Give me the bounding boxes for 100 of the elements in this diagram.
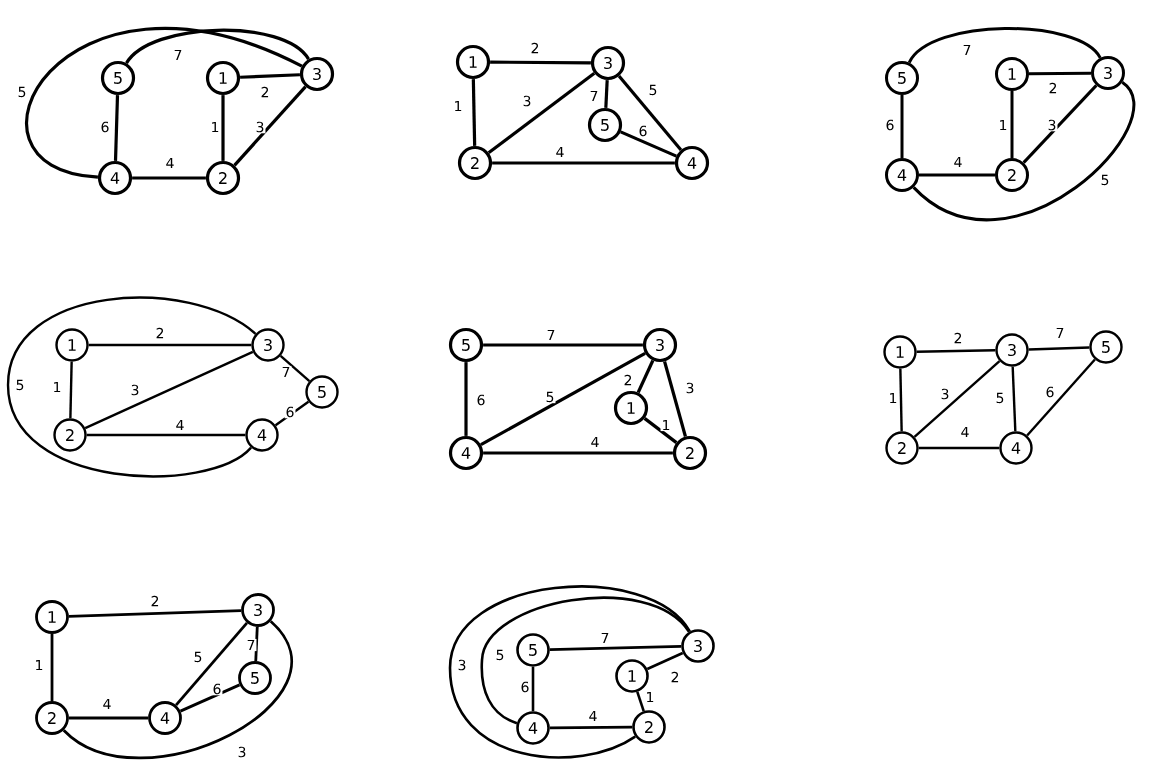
graph-edge	[179, 683, 241, 713]
graph-vertex: 3	[241, 593, 275, 627]
graph-edge	[1011, 366, 1017, 432]
graph-vertex: 4	[885, 158, 919, 192]
edge-label: 5	[647, 83, 659, 97]
graph-edge	[918, 446, 1000, 450]
graph-vertex: 3	[995, 333, 1029, 367]
graph-edge	[912, 81, 1135, 221]
graph-edge	[448, 585, 691, 759]
edge-label: 3	[939, 387, 951, 401]
graph-vertex: 1	[615, 659, 649, 693]
edge-label: 3	[521, 94, 533, 108]
graph-edge	[490, 60, 591, 65]
graph-vertex: 5	[238, 661, 272, 695]
edge-label: 3	[456, 658, 468, 672]
graph-edge	[643, 417, 678, 444]
edge-label: 4	[101, 697, 113, 711]
edge-label: 6	[637, 124, 649, 138]
edge-label: 5	[544, 390, 556, 404]
edge-label: 7	[599, 631, 611, 645]
graph-edge	[274, 400, 310, 427]
graph-vertex: 5	[1089, 330, 1123, 364]
graph-vertex: 1	[883, 335, 917, 369]
edge-label: 4	[959, 425, 971, 439]
edge-label: 6	[284, 405, 296, 419]
graph-edge	[86, 433, 246, 437]
graph-edge	[636, 359, 655, 394]
graph-edge	[646, 651, 684, 671]
graph-edge	[663, 361, 687, 437]
edge-label: 7	[545, 328, 557, 342]
edge-label: 3	[254, 120, 266, 134]
graph-vertex: 2	[205, 160, 241, 196]
graph-vertex: 2	[632, 710, 666, 744]
edge-label: 6	[475, 393, 487, 407]
edge-label: 2	[154, 326, 166, 340]
edge-label: 2	[529, 41, 541, 55]
edge-label: 7	[172, 48, 184, 62]
edge-label: 5	[994, 391, 1006, 405]
graph-edge	[464, 362, 468, 436]
graph-edge	[913, 360, 1001, 438]
graph-vertex: 2	[672, 435, 708, 471]
edge-label: 7	[1054, 326, 1066, 340]
graph-vertex: 5	[587, 107, 623, 143]
graph-edge	[50, 633, 54, 702]
graph-edge	[221, 95, 225, 161]
graph-vertex: 1	[205, 60, 241, 96]
edge-label: 3	[1046, 118, 1058, 132]
graph-vertex: 1	[55, 328, 89, 362]
graph-vertex: 5	[305, 375, 339, 409]
edge-label: 5	[14, 378, 26, 392]
graph-edge	[620, 130, 677, 158]
edge-label: 7	[961, 43, 973, 57]
edge-label: 1	[209, 120, 221, 134]
graph-vertex: 4	[148, 701, 182, 735]
graph-edge	[254, 626, 259, 662]
edge-label: 5	[494, 648, 506, 662]
graph-edge	[279, 355, 311, 382]
edge-label: 7	[245, 638, 257, 652]
graph-edge	[1010, 91, 1014, 158]
edge-label: 1	[660, 418, 672, 432]
edge-label: 2	[1047, 81, 1059, 95]
graph-edge	[549, 725, 633, 730]
graph-edge	[62, 620, 293, 760]
edge-label: 1	[452, 99, 464, 113]
graph-edge	[471, 79, 477, 146]
graph-edge	[240, 73, 300, 79]
edge-label: 6	[884, 118, 896, 132]
graph-vertex: 3	[681, 629, 715, 663]
graph-edge	[25, 27, 303, 179]
graph-vertex: 5	[885, 61, 919, 95]
graph-edge	[1029, 71, 1092, 76]
graph-vertex: 3	[299, 56, 335, 92]
edge-label: 6	[519, 680, 531, 694]
graph-edge	[919, 173, 995, 177]
graph-vertex: 1	[995, 57, 1029, 91]
edge-label: 1	[51, 380, 63, 394]
graph-edge	[84, 350, 254, 430]
edge-label: 3	[684, 381, 696, 395]
graph-edge	[88, 343, 252, 347]
edge-label: 2	[669, 670, 681, 684]
graph-vertex: 3	[251, 328, 285, 362]
edge-label: 6	[99, 120, 111, 134]
graph-edge	[113, 95, 120, 161]
graph-vertex: 1	[455, 44, 491, 80]
graph-vertex: 2	[53, 418, 87, 452]
graph-edge	[68, 609, 242, 618]
graph-edge	[483, 343, 643, 347]
edge-label: 1	[644, 690, 656, 704]
graph-vertex: 3	[1091, 56, 1125, 90]
edge-label: 4	[554, 145, 566, 159]
edge-label: 5	[16, 85, 28, 99]
edge-label: 1	[33, 658, 45, 672]
graph-edge	[604, 80, 609, 108]
graph-edge	[1026, 358, 1096, 437]
graph-edge	[480, 596, 690, 725]
graph-edge	[1028, 346, 1090, 351]
graph-edge	[916, 349, 996, 353]
graph-edge	[900, 95, 904, 158]
edge-label: 2	[259, 85, 271, 99]
graph-vertex: 4	[97, 160, 133, 196]
